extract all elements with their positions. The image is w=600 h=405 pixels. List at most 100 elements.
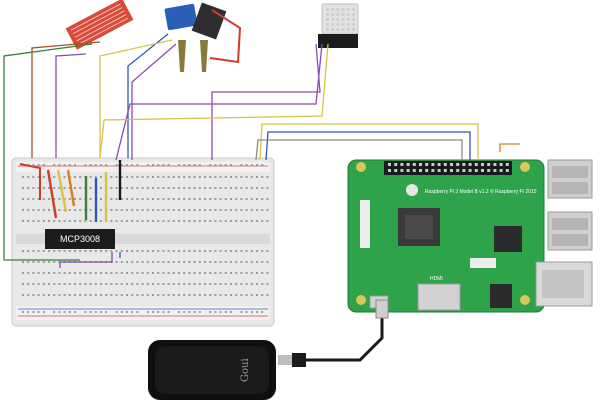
pattern-dot [89, 209, 92, 211]
pattern-dot [224, 176, 227, 178]
pattern-dot [468, 169, 472, 172]
pattern-dot [146, 311, 149, 313]
pattern-dot [162, 209, 165, 211]
pattern-dot [89, 283, 92, 285]
pattern-dot [214, 283, 217, 285]
pattern-dot [48, 187, 50, 189]
pattern-dot [126, 209, 128, 211]
pattern-dot [152, 176, 154, 178]
pattern-dot [68, 311, 71, 313]
pattern-dot [219, 176, 222, 178]
pattern-dot [100, 272, 102, 274]
pattern-dot [53, 283, 56, 285]
pattern-dot [336, 8, 340, 11]
pattern-dot [167, 164, 170, 166]
pattern-dot [346, 23, 350, 26]
pattern-dot [22, 209, 24, 211]
pattern-dot [209, 250, 212, 252]
pattern-dot [178, 176, 180, 178]
pattern-dot [37, 272, 40, 274]
pattern-dot [326, 13, 329, 16]
pattern-dot [468, 163, 472, 166]
pattern-dot [32, 261, 35, 263]
pattern-dot [120, 198, 123, 200]
pattern-dot [183, 261, 186, 263]
pattern-dot [431, 169, 435, 172]
pattern-dot [172, 176, 175, 178]
pattern-dot [266, 187, 269, 189]
pattern-dot [115, 311, 118, 313]
pattern-dot [115, 261, 118, 263]
pattern-dot [27, 220, 30, 222]
pattern-dot [146, 198, 149, 200]
pattern-dot [126, 272, 128, 274]
pattern-dot [266, 283, 269, 285]
pattern-dot [250, 220, 253, 222]
pattern-dot [120, 176, 123, 178]
pattern-dot [42, 176, 45, 178]
pattern-dot [256, 187, 258, 189]
pattern-dot [141, 187, 144, 189]
pattern-dot [188, 261, 191, 263]
pattern-dot [219, 209, 222, 211]
pattern-dot [58, 272, 61, 274]
pattern-dot [209, 283, 212, 285]
pattern-dot [152, 187, 154, 189]
pattern-dot [100, 294, 102, 296]
pattern-dot [261, 283, 264, 285]
pattern-dot [32, 164, 35, 166]
pattern-dot [245, 198, 248, 200]
pattern-dot [230, 220, 232, 222]
pattern-dot [63, 250, 66, 252]
pattern-dot [136, 198, 139, 200]
pattern-dot [146, 209, 149, 211]
pattern-dot [136, 220, 139, 222]
pattern-dot [341, 13, 345, 16]
pattern-dot [245, 176, 248, 178]
gpio-header [388, 163, 509, 172]
pattern-dot [157, 176, 160, 178]
pattern-dot [22, 187, 24, 189]
pattern-dot [256, 198, 258, 200]
pattern-dot [178, 283, 180, 285]
pattern-dot [400, 163, 404, 166]
pattern-dot [115, 272, 118, 274]
pattern-dot [250, 272, 253, 274]
pattern-dot [63, 311, 66, 313]
pattern-dot [198, 176, 201, 178]
pattern-dot [230, 176, 232, 178]
pattern-dot [32, 220, 35, 222]
pattern-dot [110, 283, 113, 285]
pattern-dot [245, 220, 248, 222]
pattern-dot [261, 272, 264, 274]
pattern-dot [178, 272, 180, 274]
pattern-dot [437, 169, 441, 172]
pattern-dot [178, 261, 180, 263]
pattern-dot [136, 283, 139, 285]
pattern-dot [261, 294, 264, 296]
pattern-dot [53, 220, 56, 222]
pattern-dot [172, 272, 175, 274]
pattern-dot [53, 311, 56, 313]
pattern-dot [120, 164, 123, 166]
pattern-dot [53, 294, 56, 296]
pattern-dot [230, 250, 232, 252]
pattern-dot [193, 283, 196, 285]
pattern-dot [341, 28, 345, 31]
pattern-dot [326, 28, 329, 31]
pattern-dot [22, 176, 24, 178]
pattern-dot [42, 198, 45, 200]
pattern-dot [394, 169, 398, 172]
pattern-dot [37, 250, 40, 252]
pattern-dot [42, 250, 45, 252]
pattern-dot [172, 294, 175, 296]
pattern-dot [22, 294, 24, 296]
pattern-dot [27, 261, 30, 263]
pattern-dot [74, 198, 76, 200]
pattern-dot [204, 294, 206, 296]
pattern-dot [27, 250, 30, 252]
pattern-dot [172, 220, 175, 222]
pattern-dot [167, 283, 170, 285]
pattern-dot [63, 164, 66, 166]
pattern-dot [146, 187, 149, 189]
